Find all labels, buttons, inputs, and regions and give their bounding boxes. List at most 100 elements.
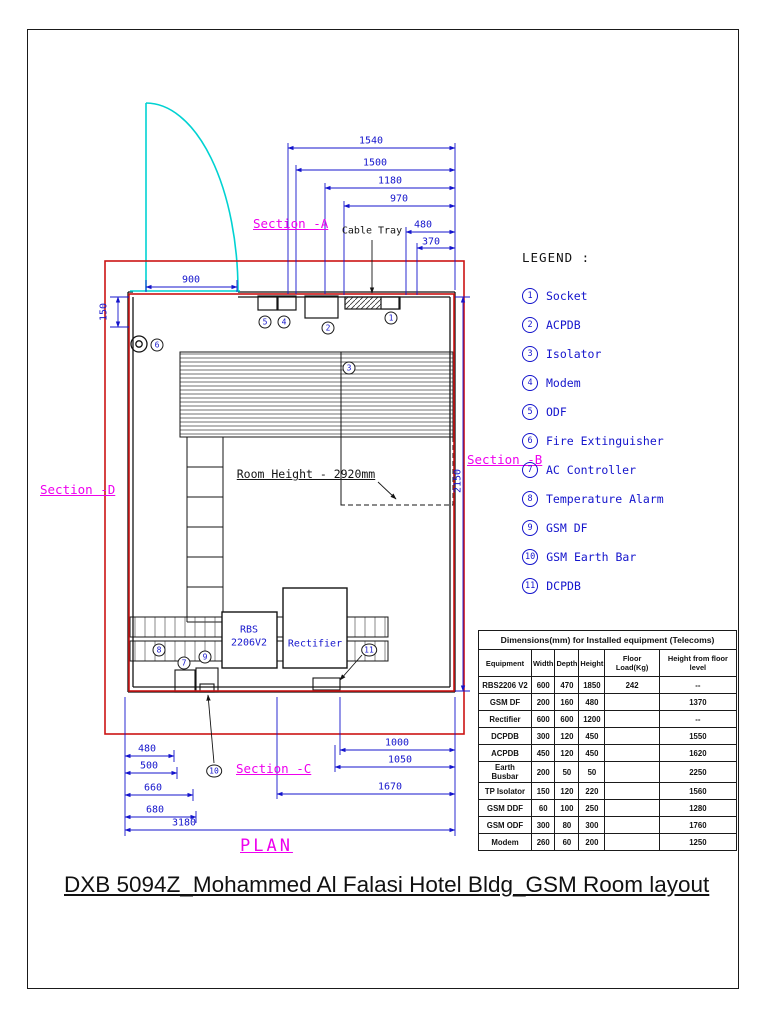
equipment-value-cell: -- (658, 710, 738, 728)
equipment-value-cell: 50 (578, 761, 606, 783)
legend-item-gsm-df: 9 GSM DF (522, 519, 742, 537)
legend-item-fire-extinguisher: 6 Fire Extinguisher (522, 432, 742, 450)
callout-leaders (206, 240, 397, 764)
equipment-value-cell: 120 (554, 744, 580, 762)
equipment-value-cell: 300 (530, 816, 556, 834)
legend-item-label: Temperature Alarm (546, 492, 664, 506)
sheet-border (27, 29, 739, 989)
equipment-value-cell: 250 (578, 799, 606, 817)
equipment-value-cell: 200 (578, 833, 606, 851)
equipment-name-cell: GSM ODF (478, 816, 532, 834)
equipment-value-cell: 50 (554, 761, 580, 783)
equipment-value-cell: 200 (530, 761, 556, 783)
legend-number-badge: 8 (522, 491, 538, 507)
equipment-value-cell: -- (658, 676, 738, 694)
plan-callout-2-acpdb: 2 (321, 321, 335, 335)
equipment-value-cell: 1200 (578, 710, 606, 728)
dim-label-1670: 1670 (377, 781, 403, 793)
equipment-table-header: Floor Load(Kg) (604, 649, 660, 677)
equipment-table-header: Depth (554, 649, 580, 677)
equipment-value-cell: 120 (554, 727, 580, 745)
equipment-value-cell: 242 (604, 676, 660, 694)
legend-number-badge: 1 (522, 288, 538, 304)
legend-number-badge: 11 (522, 578, 539, 594)
fire-extinguisher-symbol (130, 335, 148, 353)
equipment-value-cell (604, 710, 660, 728)
equipment-table-header: Height (578, 649, 606, 677)
equipment-table: Dimensions(mm) for Installed equipment (… (478, 630, 738, 851)
equipment-value-cell: 450 (530, 744, 556, 762)
cable-ladder-vertical (186, 436, 224, 623)
dim-label-1540: 1540 (358, 135, 384, 147)
equipment-value-cell: 80 (554, 816, 580, 834)
door-swing (130, 102, 240, 292)
dim-label-970: 970 (389, 193, 409, 205)
legend-number-badge: 10 (522, 549, 539, 565)
plan-callout-11-dcpdb: 11 (361, 643, 377, 657)
equipment-value-cell: 150 (530, 782, 556, 800)
legend-item-label: ODF (546, 405, 567, 419)
dim-label-1500: 1500 (362, 157, 388, 169)
dim-label-150: 150 (98, 302, 110, 322)
dim-label-1000: 1000 (384, 737, 410, 749)
equipment-value-cell (604, 693, 660, 711)
legend-item-odf: 5 ODF (522, 403, 742, 421)
room-walls (127, 291, 456, 693)
equipment-value-cell: 1850 (578, 676, 606, 694)
legend-number-badge: 5 (522, 404, 538, 420)
plan-callout-6-fire-extinguisher: 6 (150, 338, 164, 352)
plan-callout-1-socket: 1 (384, 311, 398, 325)
dimension-lines (110, 143, 470, 836)
rbs-cabinet-label-line2: 2206V2 (230, 637, 268, 649)
hatched-zone (179, 351, 454, 506)
legend-number-badge: 6 (522, 433, 538, 449)
dim-label-500: 500 (139, 760, 159, 772)
equipment-value-cell: 100 (554, 799, 580, 817)
legend-number-badge: 2 (522, 317, 538, 333)
legend-item-label: Fire Extinguisher (546, 434, 664, 448)
dim-label-1180: 1180 (377, 175, 403, 187)
equipment-name-cell: ACPDB (478, 744, 532, 762)
dim-label-370: 370 (421, 236, 441, 248)
legend-number-badge: 7 (522, 462, 538, 478)
equipment-name-cell: Rectifier (478, 710, 532, 728)
equipment-value-cell: 470 (554, 676, 580, 694)
legend-number-badge: 9 (522, 520, 538, 536)
legend-item-label: Socket (546, 289, 588, 303)
equipment-value-cell: 450 (578, 744, 606, 762)
dim-label-3180: 3180 (171, 817, 197, 829)
legend-item-label: ACPDB (546, 318, 581, 332)
equipment-value-cell: 160 (554, 693, 580, 711)
dim-label-1050: 1050 (387, 754, 413, 766)
legend-title: LEGEND : (522, 250, 591, 265)
plan-callout-10-gsm-earth-bar: 10 (206, 764, 222, 778)
equipment-value-cell (604, 833, 660, 851)
section-a-label: Section -A (253, 216, 329, 231)
equipment-value-cell: 60 (530, 799, 556, 817)
equipment-name-cell: GSM DF (478, 693, 532, 711)
plan-callout-5-odf: 5 (258, 315, 272, 329)
plan-callout-9-gsm-df: 9 (198, 650, 212, 664)
plan-callout-3-isolator: 3 (342, 361, 356, 375)
equipment-value-cell: 1370 (658, 693, 738, 711)
equipment-name-cell: Earth Busbar (478, 761, 532, 783)
equipment-name-cell: GSM DDF (478, 799, 532, 817)
plan-view-label: PLAN (240, 836, 293, 856)
equipment-value-cell: 1760 (658, 816, 738, 834)
wall-equipment-top (257, 295, 401, 319)
equipment-boxes-bottom (174, 587, 348, 693)
legend-item-label: GSM DF (546, 521, 588, 535)
dim-label-680: 680 (145, 804, 165, 816)
equipment-table-header: Equipment (478, 649, 532, 677)
